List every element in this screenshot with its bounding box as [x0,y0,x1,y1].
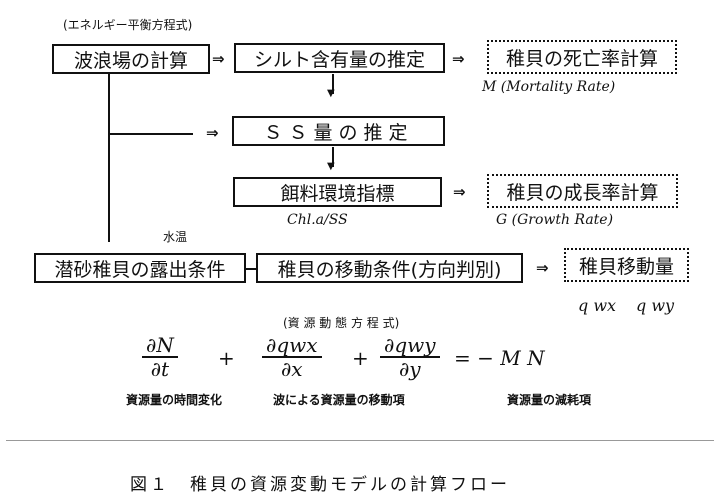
burrowing-text: 潜砂稚貝の露出条件 [54,258,226,281]
figure-bottom-border [6,440,714,441]
fraction-dqwy-dy-den: ∂y [398,356,421,381]
arrow-to-ss: ⇒ [206,124,219,142]
water-temp-label: 水温 [163,230,188,244]
resource-eq-label: (資 源 動 態 方 程 式) [283,316,400,330]
growth-rate-label: G (Growth Rate) [496,212,614,228]
connector-ss-food [332,147,334,167]
arrow-head-silt-ss: ▼ [327,88,335,99]
fraction-dqwy-dy-num: ∂qwy [384,333,436,357]
burrowing-box: 潜砂稚貝の露出条件 [34,253,246,283]
left-trunk-line [108,74,110,242]
fraction-dqwx-dx-num: ∂qwx [266,333,318,357]
ss-text: ＳＳ量の推定 [263,121,414,144]
branch-to-ss-line [108,133,193,135]
movement-box: 稚貝の移動条件(方向判別) [256,253,523,283]
wave-field-box: 波浪場の計算 [52,44,210,74]
mortality-text: 稚貝の死亡率計算 [505,47,658,70]
transport-text: 稚貝移動量 [578,255,674,278]
arrow-move-to-transport: ⇒ [536,259,549,277]
mortality-box: 稚貝の死亡率計算 [487,40,677,74]
transport-box: 稚貝移動量 [564,248,689,282]
fraction-dqwx-dx-den: ∂x [280,356,303,381]
ss-box: ＳＳ量の推定 [232,116,445,146]
fraction-dqwx-dx-bar [262,356,322,358]
plus-sign-1: + [218,346,235,370]
equation-rhs: = − M N [454,346,545,370]
fraction-dqwy-dy: ∂qwy ∂y [380,334,440,380]
qwy-label: q wy [636,296,675,315]
silt-text: シルト含有量の推定 [253,48,425,71]
wave-field-text: 波浪場の計算 [73,49,188,72]
growth-text: 稚貝の成長率計算 [506,181,659,204]
food-index-text: 餌料環境指標 [280,182,395,205]
connector-silt-ss [332,74,334,94]
term-time-change-label: 資源量の時間変化 [126,393,223,407]
fraction-dN-dt-bar [142,356,178,358]
arrow-head-ss-food: ▼ [327,161,335,172]
plus-sign-2: + [352,346,369,370]
fraction-dqwy-dy-bar [380,356,440,358]
silt-box: シルト含有量の推定 [234,43,445,73]
arrow-food-to-growth: ⇒ [453,183,466,201]
connector-burrow-move [246,268,256,270]
food-index-box: 餌料環境指標 [233,177,442,207]
fraction-dN-dt-num: ∂N [146,333,174,357]
chl-label: Chl.a/SS [287,212,348,228]
qwx-label: q wx [578,296,617,315]
arrow-silt-to-mortality: ⇒ [452,50,465,68]
fraction-dN-dt: ∂N ∂t [142,334,178,380]
growth-box: 稚貝の成長率計算 [487,174,678,208]
arrow-wave-to-silt: ⇒ [212,50,225,68]
fraction-dN-dt-den: ∂t [150,356,170,381]
movement-text: 稚貝の移動条件(方向判別) [277,258,502,281]
term-wave-transport-label: 波による資源量の移動項 [273,393,405,407]
energy-balance-label: (エネルギー平衡方程式) [63,18,193,32]
term-decay-label: 資源量の減耗項 [507,393,592,407]
mortality-rate-label: M (Mortality Rate) [482,79,616,95]
figure-caption: 図１ 稚貝の資源変動モデルの計算フロー [130,475,510,495]
fraction-dqwx-dx: ∂qwx ∂x [262,334,322,380]
